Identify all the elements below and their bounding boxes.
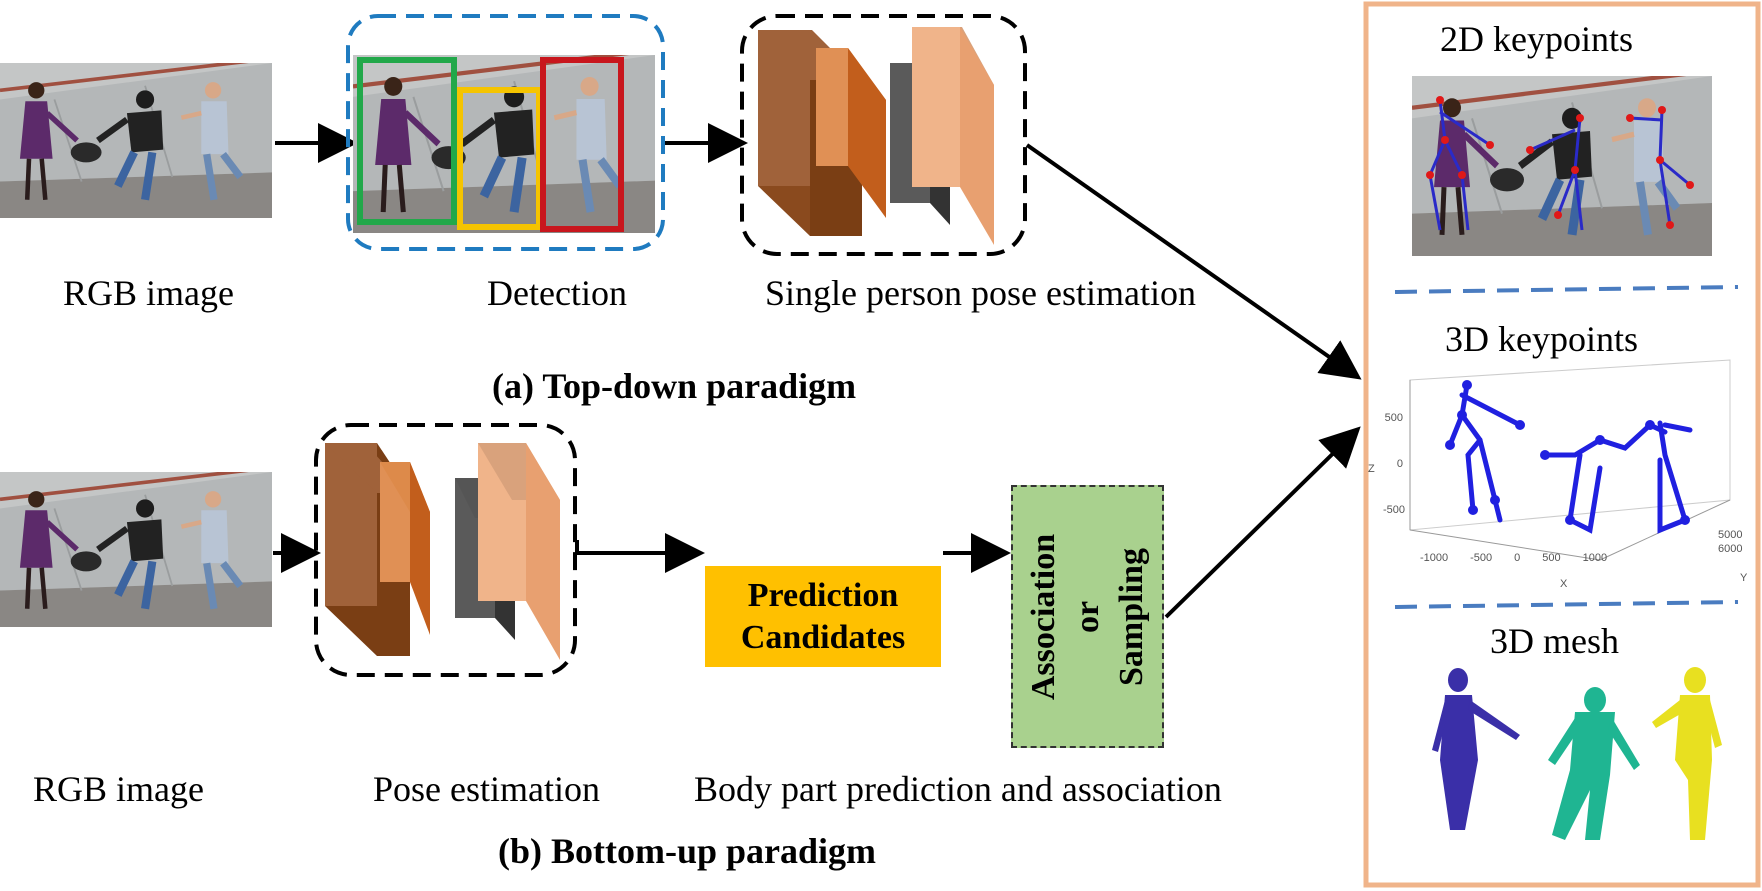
bottom-rgb-image	[0, 467, 272, 627]
x-tick-1: -1000	[1420, 552, 1449, 564]
detection-dashed-frame	[346, 14, 665, 251]
association-sampling-box: Association or Sampling	[1011, 485, 1164, 748]
bottom-up-caption: (b) Bottom-up paradigm	[498, 831, 877, 871]
detection-image	[353, 50, 655, 233]
bottom-rgb-label: RGB image	[33, 769, 204, 809]
z-tick-neg500: -500	[1383, 504, 1406, 516]
sppe-network-frame	[740, 14, 1027, 256]
association-line-2: or	[1068, 600, 1106, 633]
association-line-3: Sampling	[1112, 547, 1150, 686]
plot-x-ticks: -1000 -500 0 500 1000	[1420, 552, 1607, 564]
red-detection-box	[540, 57, 624, 232]
pose-label: Pose estimation	[373, 769, 600, 809]
sppe-label: Single person pose estimation	[765, 273, 1196, 313]
mesh-teal-figure	[1548, 687, 1640, 840]
x-tick-3: 0	[1514, 552, 1521, 564]
kp2d-image	[1412, 71, 1712, 256]
green-detection-box	[357, 57, 457, 225]
mesh-purple-figure	[1432, 668, 1520, 830]
top-rgb-image	[0, 58, 272, 218]
output-divider-1	[1394, 285, 1739, 294]
kp3d-title: 3D keypoints	[1445, 319, 1638, 359]
plot-z-ticks: 500 0 -500	[1383, 412, 1406, 516]
association-line-1: Association	[1024, 533, 1062, 700]
kp3d-plot	[1409, 359, 1731, 561]
z-tick-500: 500	[1384, 412, 1403, 424]
plot-z-label: Z	[1368, 463, 1375, 475]
y-tick-2: 6000	[1718, 543, 1743, 555]
arrow-bottomup-to-output	[1164, 426, 1361, 619]
y-tick-1: 5000	[1718, 529, 1743, 541]
prediction-line-1: Prediction	[747, 576, 899, 614]
top-rgb-label: RGB image	[63, 273, 234, 313]
pose-network-layers	[325, 443, 560, 660]
x-tick-2: -500	[1470, 552, 1493, 564]
body-part-label: Body part prediction and association	[694, 769, 1222, 809]
x-tick-4: 500	[1542, 552, 1561, 564]
mesh-title: 3D mesh	[1490, 621, 1619, 661]
output-panel-frame	[1363, 1, 1761, 888]
plot-y-ticks: 5000 6000	[1718, 528, 1742, 556]
sppe-network-layers	[758, 27, 994, 245]
x-tick-5: 1000	[1582, 552, 1608, 564]
yellow-detection-box	[457, 87, 542, 230]
detection-label: Detection	[487, 273, 627, 313]
mesh-yellow-figure	[1652, 667, 1722, 840]
kp2d-title: 2D keypoints	[1440, 19, 1633, 59]
top-down-caption: (a) Top-down paradigm	[492, 366, 857, 406]
pose-network-frame	[314, 423, 577, 677]
prediction-line-2: Candidates	[740, 618, 906, 656]
z-tick-0: 0	[1396, 458, 1403, 470]
prediction-candidates-box: Prediction Candidates	[705, 566, 941, 667]
output-divider-2	[1394, 600, 1739, 609]
plot-x-label: X	[1560, 578, 1568, 590]
plot-y-label: Y	[1740, 572, 1748, 584]
arrow-topdown-to-output	[1025, 143, 1362, 380]
